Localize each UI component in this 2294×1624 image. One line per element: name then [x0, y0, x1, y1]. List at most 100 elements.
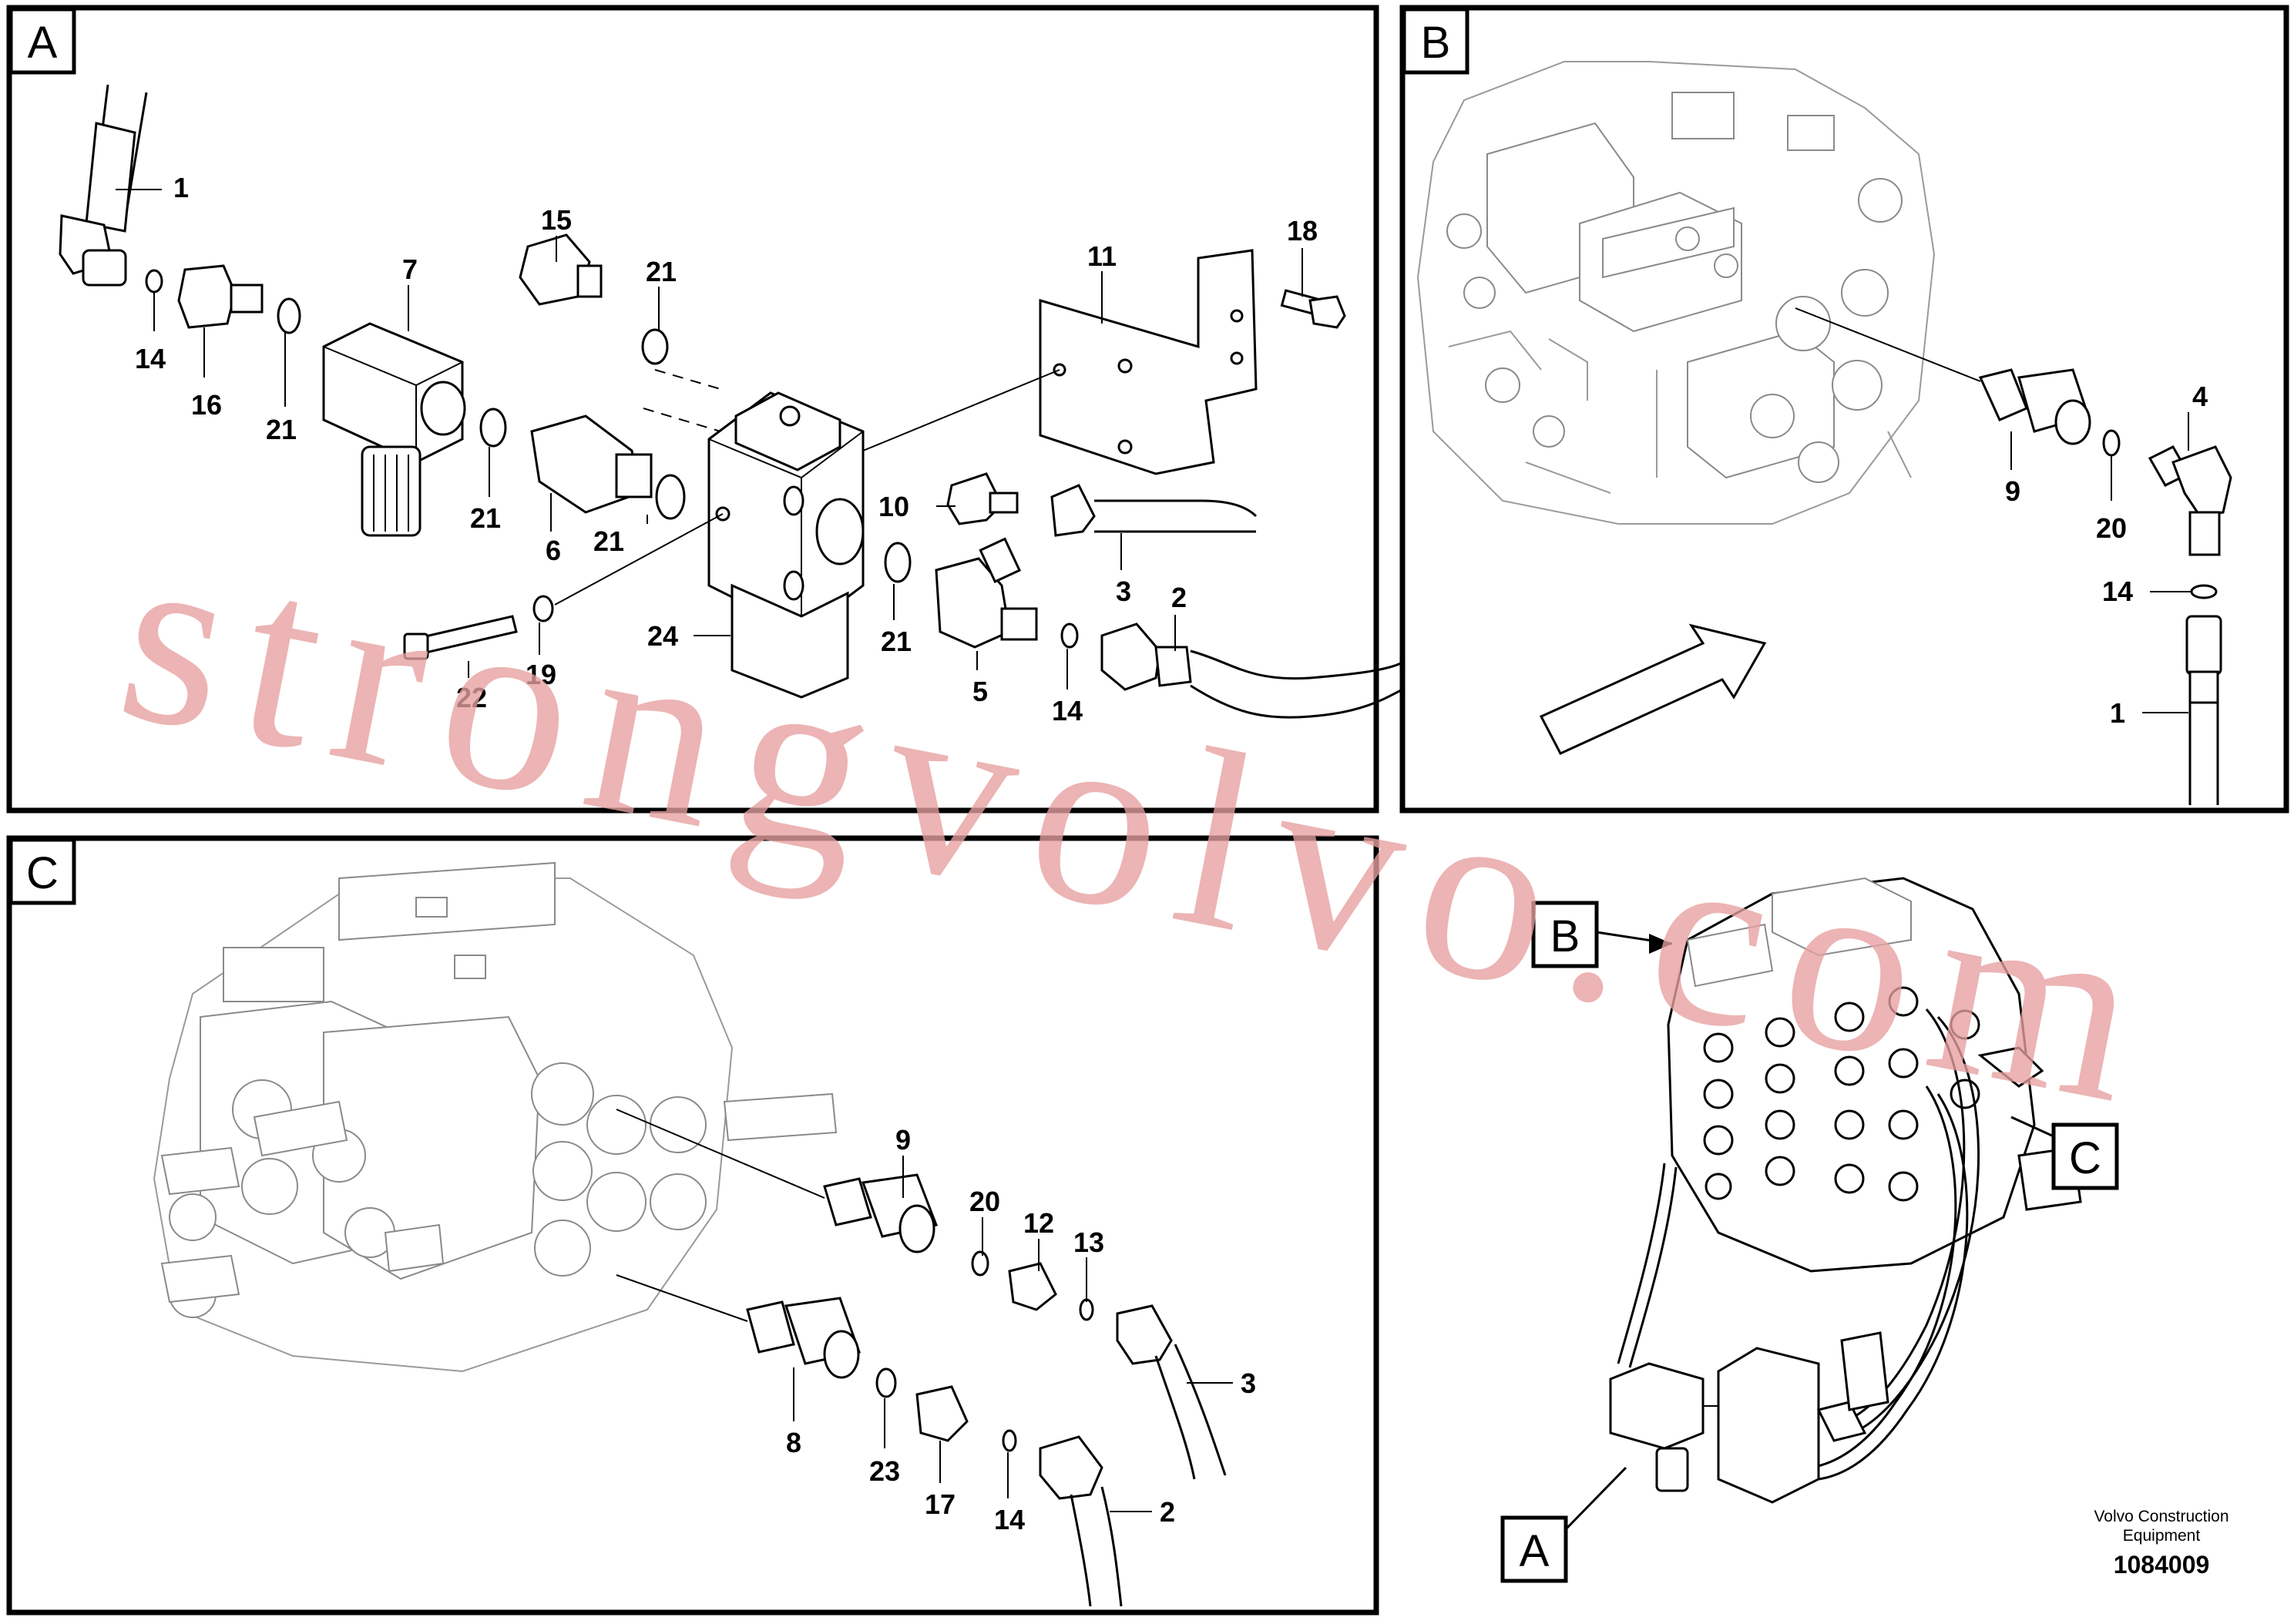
bracket-hole3 [1117, 439, 1133, 455]
bolt-22-leader [554, 513, 724, 606]
bracket-leader [862, 369, 1060, 451]
tee-5-top [979, 537, 1022, 584]
panel-a-label-box [8, 7, 76, 75]
part-number: 1 [2110, 697, 2125, 729]
hose-1-sleeve [85, 122, 136, 233]
panel-a: A [6, 5, 1403, 814]
o-ring-21a [277, 297, 301, 334]
c-fitting-8-tip [746, 1300, 795, 1354]
ov-knob [1655, 1447, 1689, 1492]
part-number: 18 [1287, 215, 1318, 247]
o-ring-21b [479, 408, 507, 448]
b-hose-1 [2188, 703, 2219, 805]
valve-24-cap [734, 391, 841, 471]
c-hose-2 [1070, 1486, 1123, 1607]
panel-c-frame [6, 835, 1379, 1616]
bracket-hole5 [1230, 351, 1244, 365]
hose-3-nut [1050, 484, 1096, 537]
ov-callout-b: B [1550, 911, 1580, 961]
c-adapter-17 [915, 1385, 969, 1442]
part-number: 21 [266, 414, 297, 445]
panel-b: B 4 9 20 14 1 [1399, 5, 2289, 814]
part-number: 14 [994, 1504, 1025, 1535]
bolt-22-head [403, 632, 429, 660]
view-direction-arrow [1539, 623, 1767, 755]
c-leader-lower [616, 1274, 748, 1322]
washer-19 [532, 595, 554, 622]
panel-b-frame [1399, 5, 2289, 814]
bracket-11 [1039, 249, 1258, 475]
manufacturer-line-2: Equipment [2123, 1527, 2201, 1545]
ov-callout-a: A [1520, 1526, 1550, 1576]
ov-bracket [1840, 1331, 1889, 1411]
part-number: 9 [2005, 475, 2020, 507]
panel-b-label: B [1421, 18, 1451, 68]
part-number: 6 [546, 535, 561, 566]
ov-callout-b-arrowhead [1649, 934, 1672, 954]
hose-3-end [1201, 499, 1258, 533]
c-o-ring-23 [875, 1367, 897, 1398]
part-number: 4 [2192, 381, 2208, 412]
ov-side-fitting [1977, 1046, 2044, 1088]
c-hose-3-nut [1116, 1304, 1173, 1365]
part-number: 15 [541, 204, 572, 236]
valve-24-port [815, 498, 865, 565]
part-number: 8 [786, 1427, 801, 1458]
c-o-ring-14 [1002, 1429, 1017, 1452]
panel-b-label-box [1402, 7, 1469, 75]
ov-tee [1816, 1401, 1867, 1442]
valve-24-small-port [783, 485, 804, 516]
ov-callout-a-box [1500, 1515, 1568, 1583]
o-ring-21e [884, 542, 912, 583]
o-ring-14b [1060, 622, 1079, 649]
b-fitting-9-port [2054, 399, 2091, 445]
ov-hose-3 [1810, 1085, 1969, 1481]
part-number: 14 [2102, 575, 2133, 607]
panel-c-label: C [26, 848, 59, 898]
panel-c-label-box [8, 837, 76, 905]
part-number: 13 [1073, 1226, 1104, 1258]
valve-block-7-port [420, 381, 466, 436]
ov-callout-c: C [2069, 1133, 2101, 1183]
panel-a-label: A [28, 18, 58, 68]
ov-block-7 [1609, 1362, 1705, 1450]
b-hose-1-ferrule [2188, 670, 2219, 704]
swivel-nut [82, 249, 127, 287]
valve-24-base [731, 583, 849, 699]
part-number: 1 [173, 172, 189, 203]
ov-callout-b-box [1531, 901, 1599, 968]
b-elbow-4-stem [2188, 511, 2221, 556]
ov-callout-c-box [2051, 1122, 2119, 1190]
panel-a-frame [6, 5, 1379, 814]
part-number: 11 [1087, 240, 1117, 272]
part-number: 22 [456, 682, 487, 713]
plug-15-thread [576, 264, 603, 298]
elbow-10 [946, 472, 1003, 525]
c-fitting-9-port [898, 1204, 935, 1253]
part-number: 21 [881, 626, 912, 657]
c-o-ring-13 [1079, 1298, 1094, 1321]
ov-callout-c-line [2010, 1116, 2054, 1138]
part-number: 14 [135, 343, 166, 374]
document-number: 1084009 [2114, 1551, 2210, 1579]
adapter-16-thread [230, 284, 264, 314]
panel-c: C [6, 835, 1379, 1616]
part-number: 20 [969, 1186, 1000, 1217]
title-block: Volvo Construction Equipment 1084009 [2094, 1508, 2229, 1579]
part-number: 7 [402, 253, 418, 285]
part-number: 5 [972, 676, 988, 707]
control-valve-sketch-c [153, 861, 838, 1373]
valve-24-cap-port [779, 405, 801, 427]
manufacturer-line-1: Volvo Construction [2094, 1508, 2229, 1525]
part-number: 24 [647, 620, 678, 652]
part-number: 23 [869, 1455, 900, 1487]
part-number: 3 [1241, 1367, 1256, 1399]
knob-7 [361, 445, 422, 537]
c-fitting-9-tip [823, 1177, 872, 1226]
o-ring-14 [145, 269, 163, 294]
part-number: 19 [526, 659, 556, 690]
elbow-10-thread [989, 492, 1019, 514]
ov-valve-24 [1717, 1347, 1820, 1504]
panel-b-leader-line [1795, 307, 1981, 382]
